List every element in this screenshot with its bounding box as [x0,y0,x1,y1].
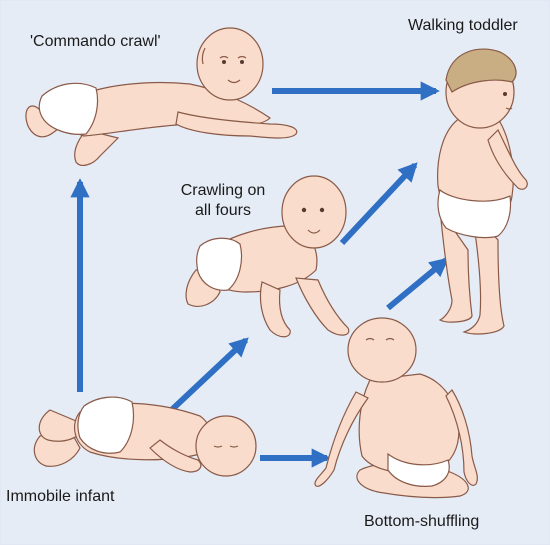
immobile-infant-illustration [34,397,256,476]
arrow-crawling-to-walking [342,165,415,243]
label-bottom-shuffling: Bottom-shuffling [364,512,479,532]
label-immobile-infant: Immobile infant [6,487,115,507]
bottom-shuffling-illustration [315,318,477,498]
label-crawling-line2: all fours [195,202,251,219]
label-crawling-on-all-fours: Crawling on all fours [173,181,273,221]
arrow-immobile-to-crawling [163,340,246,418]
label-walking-toddler: Walking toddler [408,16,518,36]
arrow-bottom-to-walking [388,260,446,308]
label-commando-crawl: 'Commando crawl' [30,32,161,52]
walking-toddler-illustration [438,49,528,334]
label-crawling-line1: Crawling on [181,182,265,199]
